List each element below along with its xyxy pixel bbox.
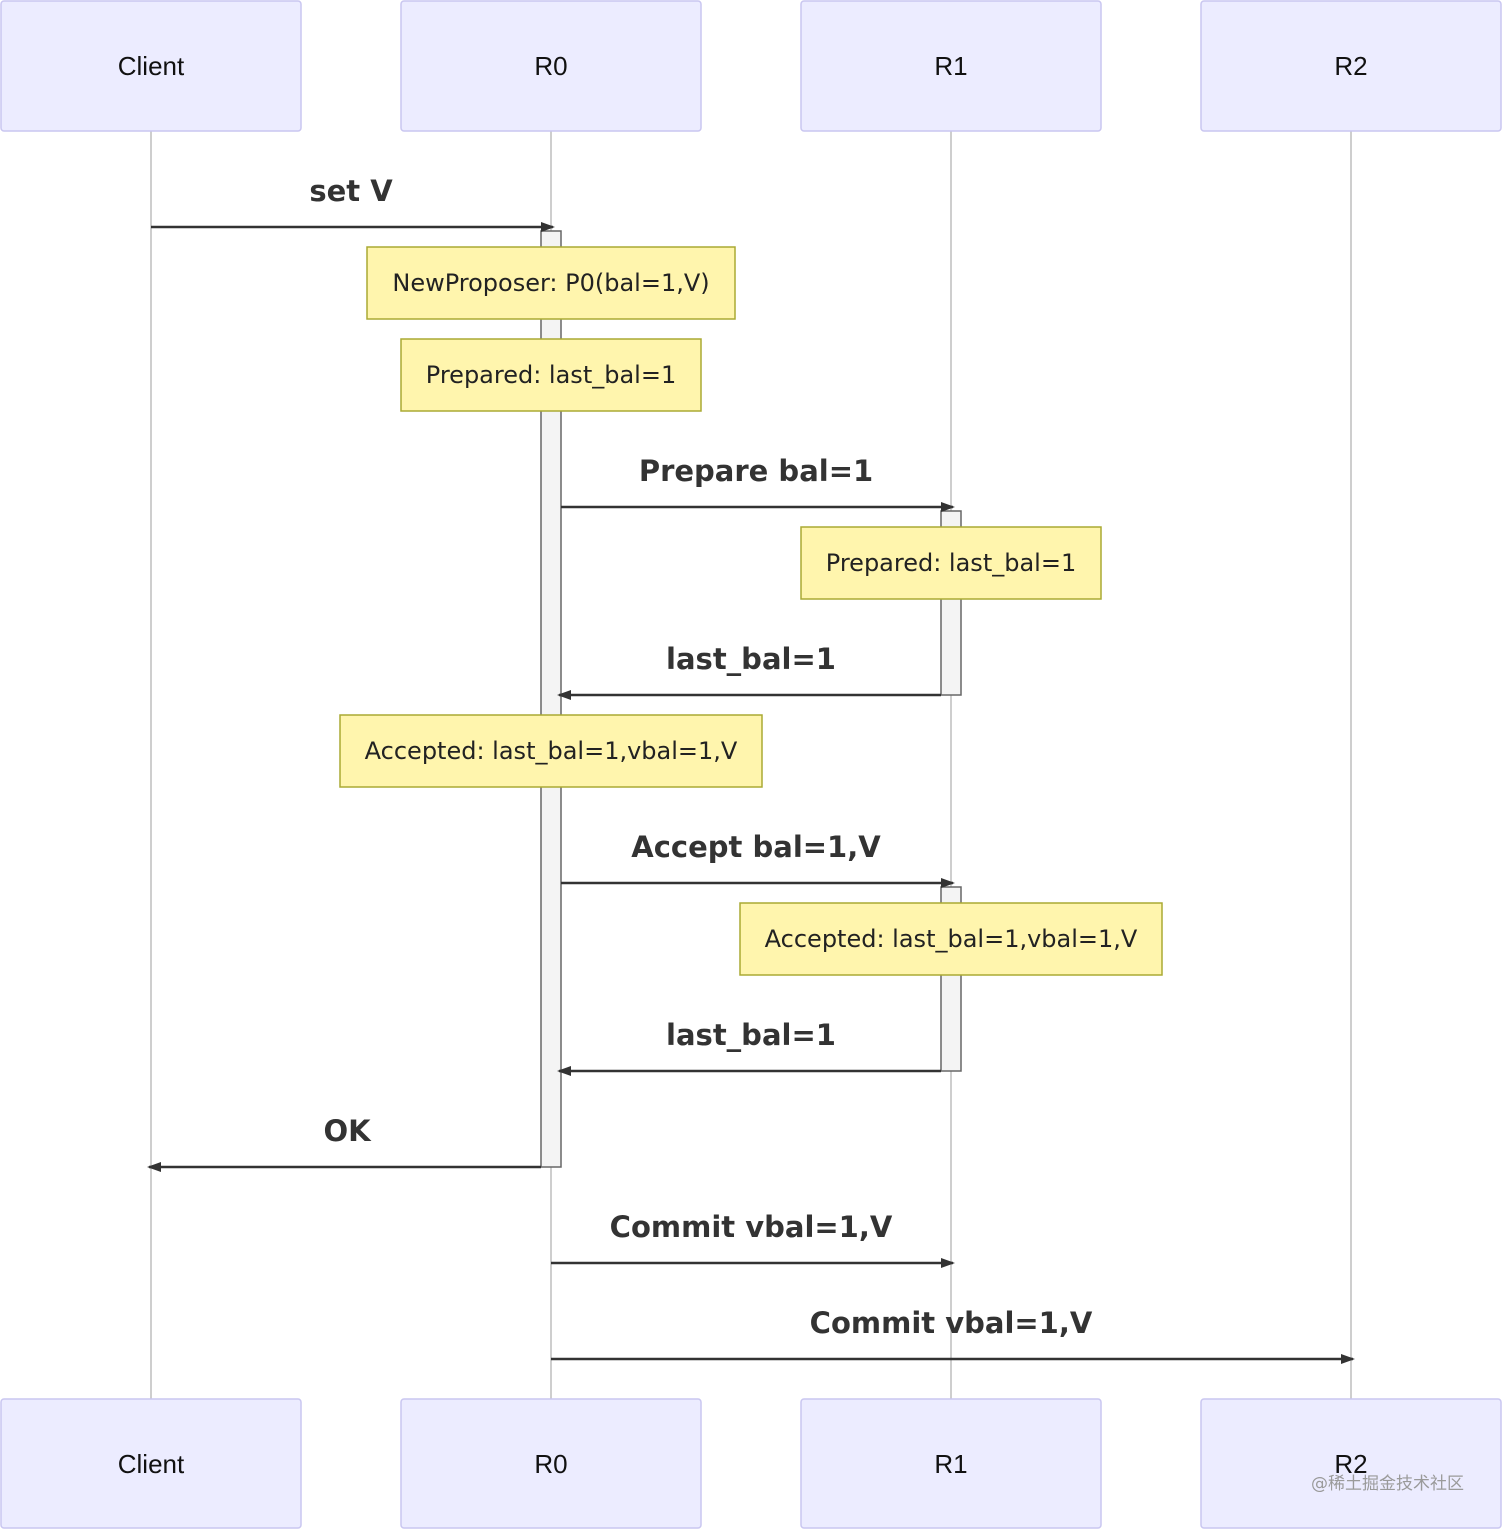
- actor-r0-top-label: R0: [534, 51, 567, 81]
- actor-r2-bottom-label: R2: [1334, 1449, 1367, 1479]
- note-prepared-r1: Prepared: last_bal=1: [800, 526, 1102, 600]
- message-set-v-label: set V: [309, 174, 393, 208]
- note-accepted-r1-text: Accepted: last_bal=1,vbal=1,V: [765, 925, 1138, 953]
- message-ok-label: OK: [323, 1114, 372, 1148]
- message-prepare-label: Prepare bal=1: [639, 454, 873, 488]
- note-new-proposer-text: NewProposer: P0(bal=1,V): [392, 269, 709, 297]
- note-accepted-r0-text: Accepted: last_bal=1,vbal=1,V: [365, 737, 738, 765]
- message-commit-r2-label: Commit vbal=1,V: [810, 1306, 1093, 1340]
- actor-r1-top-label: R1: [934, 51, 967, 81]
- message-last-bal-2-label: last_bal=1: [666, 1018, 836, 1052]
- note-prepared-r0-text: Prepared: last_bal=1: [426, 361, 676, 389]
- message-accept-label: Accept bal=1,V: [631, 830, 881, 864]
- actor-r2-bottom: R2: [1200, 1398, 1502, 1529]
- actor-client-top: Client: [0, 0, 302, 132]
- actor-r2-top: R2: [1200, 0, 1502, 132]
- actor-client-bottom-label: Client: [118, 1449, 185, 1479]
- note-accepted-r0: Accepted: last_bal=1,vbal=1,V: [339, 714, 763, 788]
- actor-r1-bottom: R1: [800, 1398, 1102, 1529]
- message-commit-r1-label: Commit vbal=1,V: [610, 1210, 893, 1244]
- actor-r0-bottom: R0: [400, 1398, 702, 1529]
- note-prepared-r0: Prepared: last_bal=1: [400, 338, 702, 412]
- actor-r0-bottom-label: R0: [534, 1449, 567, 1479]
- note-accepted-r1: Accepted: last_bal=1,vbal=1,V: [739, 902, 1163, 976]
- actor-client-bottom: Client: [0, 1398, 302, 1529]
- note-new-proposer: NewProposer: P0(bal=1,V): [366, 246, 736, 320]
- actor-client-top-label: Client: [118, 51, 185, 81]
- actor-r1-top: R1: [800, 0, 1102, 132]
- actor-r2-top-label: R2: [1334, 51, 1367, 81]
- actor-r1-bottom-label: R1: [934, 1449, 967, 1479]
- actor-r0-top: R0: [400, 0, 702, 132]
- watermark-text: @稀土掘金技术社区: [1311, 1474, 1464, 1494]
- message-last-bal-1-label: last_bal=1: [666, 642, 836, 676]
- note-prepared-r1-text: Prepared: last_bal=1: [826, 549, 1076, 577]
